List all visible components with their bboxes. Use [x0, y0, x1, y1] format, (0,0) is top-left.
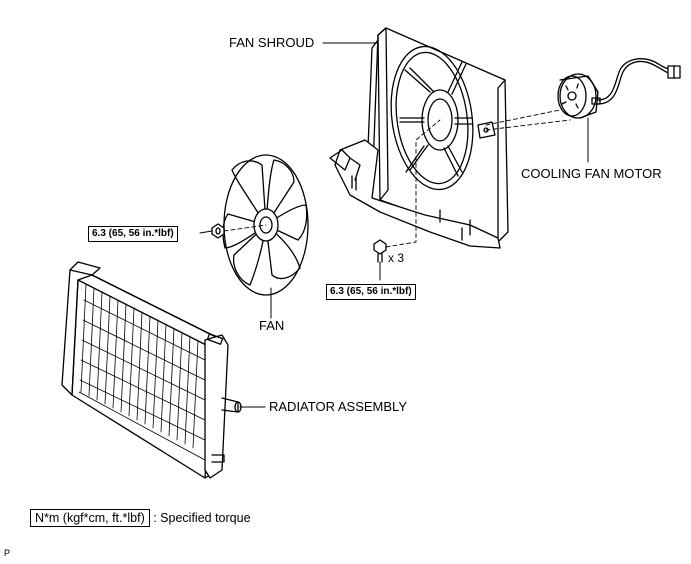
radiator-core-fins	[78, 283, 206, 461]
quantity-label: x 3	[388, 251, 405, 265]
radiator-assembly-part	[61, 261, 242, 479]
torque-legend: N*m (kgf*cm, ft.*lbf) : Specified torque	[30, 509, 251, 527]
radiator-assembly-label: RADIATOR ASSEMBLY	[269, 399, 407, 414]
alignment-dashed-lines	[223, 109, 571, 248]
leader-lines	[199, 42, 589, 408]
shroud-bolt-part	[373, 239, 387, 263]
fan-shroud-label: FAN SHROUD	[229, 35, 315, 50]
fan-label: FAN	[259, 318, 285, 333]
fan-nut-torque-spec: 6.3 (65, 56 in.*lbf)	[88, 226, 178, 242]
torque-legend-unit-box: N*m (kgf*cm, ft.*lbf)	[30, 509, 150, 527]
figure-reference: P	[4, 548, 11, 558]
cooling-fan-motor-label: COOLING FAN MOTOR	[521, 166, 662, 181]
shroud-bolt-torque-spec: 6.3 (65, 56 in.*lbf)	[326, 284, 416, 300]
torque-legend-description: : Specified torque	[153, 511, 251, 525]
cooling-fan-motor-part	[557, 58, 681, 119]
fan-shroud-part	[329, 27, 509, 249]
fan-part	[211, 154, 309, 296]
